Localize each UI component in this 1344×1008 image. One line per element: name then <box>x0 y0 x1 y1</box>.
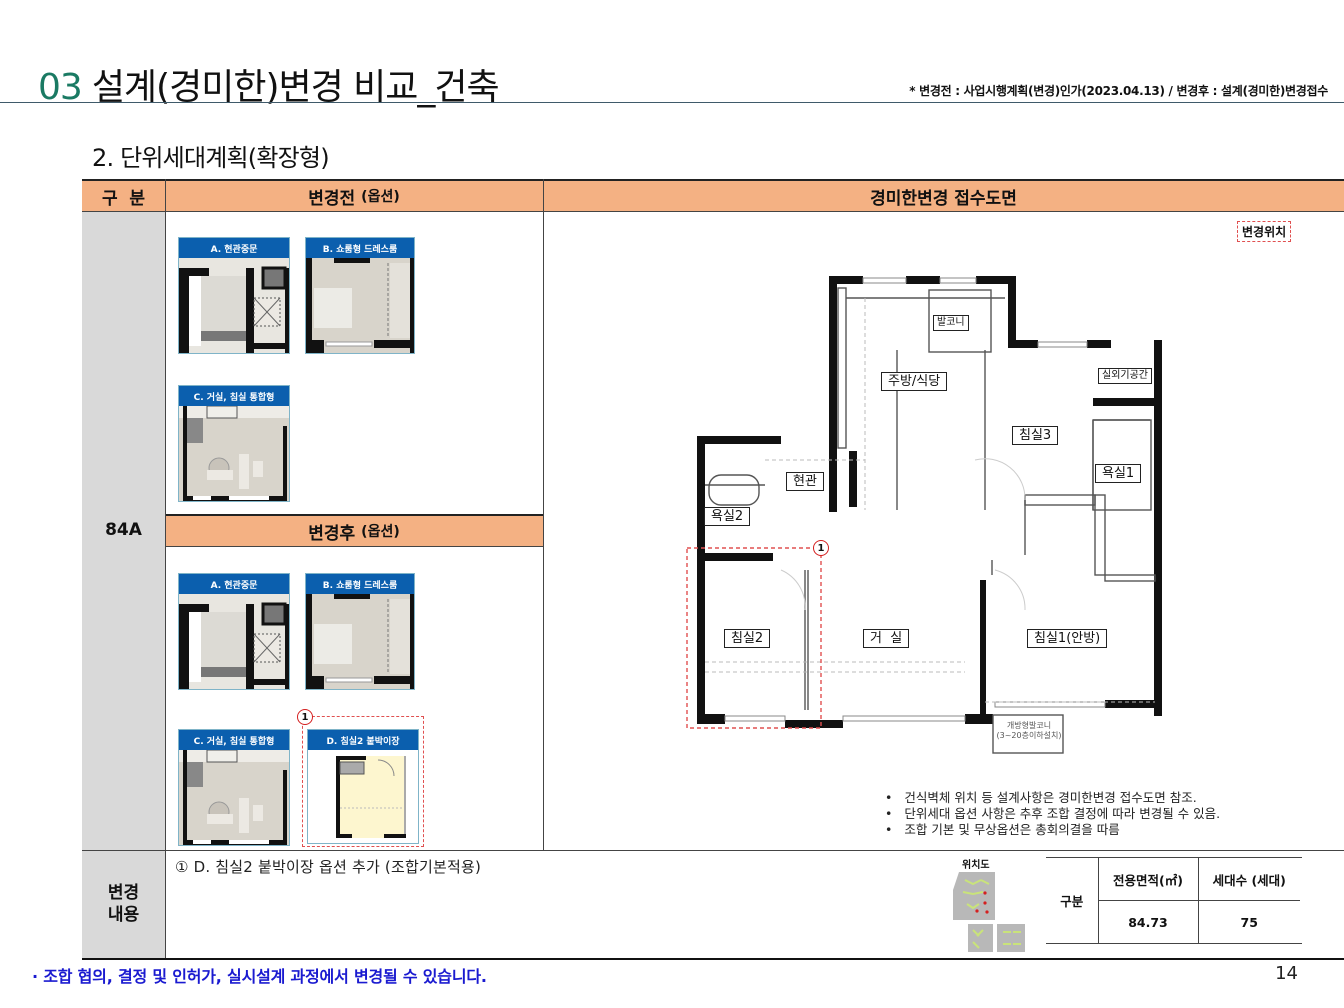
option-b-plan-image <box>306 258 414 353</box>
stats-row-header: 구분 <box>1046 857 1099 944</box>
location-map <box>953 870 1028 955</box>
note-item: 건식벽체 위치 등 설계사항은 경미한변경 접수도면 참조. <box>885 790 1220 806</box>
change-label-line1: 변경 <box>107 883 140 904</box>
option-caption: C. 거실, 침실 통합형 <box>179 386 289 406</box>
title-divider <box>0 102 1344 103</box>
option-card-after-a[interactable]: A. 현관중문 <box>178 573 290 690</box>
unit-type-label: 84A <box>105 520 142 541</box>
option-caption: A. 현관중문 <box>179 574 289 594</box>
option-card-after-d[interactable]: D. 침실2 붙박이장 <box>307 729 419 844</box>
option-caption: D. 침실2 붙박이장 <box>308 730 418 750</box>
room-label-bedroom1: 침실1(안방) <box>1027 629 1108 648</box>
grid-line <box>82 850 1344 851</box>
option-card-before-a[interactable]: A. 현관중문 <box>178 237 290 354</box>
option-caption: B. 쇼룸형 드레스룸 <box>306 574 414 594</box>
stats-col-units: 세대수 (세대) <box>1197 857 1300 901</box>
room-label-open-balcony: 개방형발코니 (3~20층이하설치) <box>995 721 1063 741</box>
note-item: 단위세대 옵션 사항은 추후 조합 결정에 따라 변경될 수 있음. <box>885 806 1220 822</box>
option-caption: C. 거실, 침실 통합형 <box>179 730 289 750</box>
header-before: 변경전 (옵션) <box>165 179 543 212</box>
option-d-highlight <box>302 716 424 847</box>
stats-col-area: 전용면적(㎡) <box>1097 857 1199 901</box>
header-drawing: 경미한변경 접수도면 <box>543 179 1344 212</box>
option-caption: B. 쇼룸형 드레스룸 <box>306 238 414 258</box>
unit-type-cell: 84A <box>82 212 165 850</box>
revision-note: * 변경전 : 사업시행계획(변경)인가(2023.04.13) / 변경후 :… <box>909 84 1328 98</box>
grid-line <box>82 958 1344 960</box>
option-c-plan-image <box>179 405 289 501</box>
room-label-outdoor-unit: 실외기공간 <box>1098 368 1152 384</box>
option-b-plan-image <box>306 594 414 689</box>
comparison-table: 구 분 변경전 (옵션) 경미한변경 접수도면 84A 변경 내용 변경후 (옵션) <box>82 179 1344 960</box>
room-label-living: 거 실 <box>863 629 910 648</box>
option-c-plan-image <box>179 749 289 845</box>
open-balcony-line2: (3~20층이하설치) <box>996 731 1062 740</box>
stats-bottom-rule <box>1046 943 1302 944</box>
header-before-text: 변경전 <box>308 188 356 209</box>
open-balcony-line1: 개방형발코니 <box>1006 721 1052 730</box>
room-label-entrance: 현관 <box>786 472 824 491</box>
grid-line <box>165 179 166 959</box>
stats-area-value: 84.73 <box>1097 900 1199 944</box>
option-card-after-b[interactable]: B. 쇼룸형 드레스룸 <box>305 573 415 690</box>
change-marker-1: 1 <box>297 709 313 725</box>
option-card-after-c[interactable]: C. 거실, 침실 통합형 <box>178 729 290 846</box>
design-notes: 건식벽체 위치 등 설계사항은 경미한변경 접수도면 참조. 단위세대 옵션 사… <box>885 790 1220 838</box>
option-card-before-b[interactable]: B. 쇼룸형 드레스룸 <box>305 237 415 354</box>
section-title: 2. 단위세대계획(확장형) <box>92 144 330 172</box>
grid-line <box>543 179 544 850</box>
change-label-line2: 내용 <box>107 904 140 925</box>
change-location-legend: 변경위치 <box>1237 221 1292 242</box>
option-a-plan-image <box>179 258 289 353</box>
room-label-kitchen: 주방/식당 <box>881 372 948 391</box>
header-before-suffix: (옵션) <box>361 189 400 205</box>
section-number: 03 <box>38 67 83 108</box>
page-number: 14 <box>1275 963 1298 984</box>
change-content-label-cell: 변경 내용 <box>82 850 165 959</box>
header-after-text: 변경후 <box>308 523 356 544</box>
plan-change-marker-1: 1 <box>813 540 829 556</box>
room-label-bath2: 욕실2 <box>704 507 751 526</box>
option-card-before-c[interactable]: C. 거실, 침실 통합형 <box>178 385 290 502</box>
option-a-plan-image <box>179 594 289 689</box>
room-label-bedroom2: 침실2 <box>724 629 771 648</box>
unit-stats-table: 구분 전용면적(㎡) 세대수 (세대) 84.73 75 <box>1046 857 1300 944</box>
change-content-text: ① D. 침실2 붙박이장 옵션 추가 (조합기본적용) <box>175 858 482 876</box>
footer-disclaimer: · 조합 협의, 결정 및 인허가, 실시설계 과정에서 변경될 수 있습니다. <box>32 967 487 986</box>
header-drawing-text: 경미한변경 접수도면 <box>870 188 1017 209</box>
option-caption: A. 현관중문 <box>179 238 289 258</box>
room-label-bedroom3: 침실3 <box>1012 426 1059 445</box>
option-d-plan-image <box>308 750 418 843</box>
header-category-text: 구 분 <box>101 188 146 209</box>
header-after-suffix: (옵션) <box>361 524 400 540</box>
stats-top-rule <box>1046 857 1302 858</box>
room-label-bath1: 욕실1 <box>1095 464 1142 483</box>
floor-plan: 발코니 주방/식당 실외기공간 침실3 현관 욕실1 욕실2 침실2 거 실 침… <box>685 270 1185 770</box>
room-label-balcony: 발코니 <box>933 315 969 331</box>
location-map-label: 위치도 <box>962 860 990 871</box>
header-category: 구 분 <box>82 179 165 212</box>
header-after: 변경후 (옵션) <box>165 514 543 547</box>
note-item: 조합 기본 및 무상옵션은 총회의결을 따름 <box>885 822 1220 838</box>
stats-units-value: 75 <box>1197 900 1300 944</box>
page-title-text: 설계(경미한)변경 비교_건축 <box>91 67 500 108</box>
